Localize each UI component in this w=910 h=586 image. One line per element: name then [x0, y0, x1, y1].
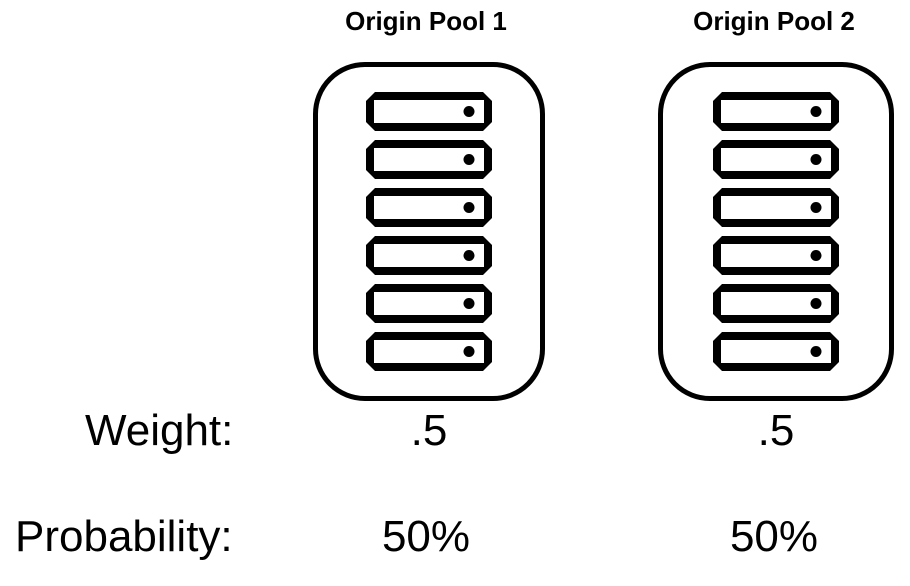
server-led-dot: [810, 298, 822, 309]
origin-pool-2: [658, 62, 894, 401]
server-led-dot: [810, 250, 822, 261]
server-led-dot: [810, 154, 822, 165]
server-led-dot: [810, 202, 822, 213]
pool-1-weight-value: .5: [410, 406, 448, 455]
server-led-dot: [463, 298, 475, 309]
server-icon: [713, 92, 839, 131]
server-icon: [366, 332, 492, 371]
origin-pool-2-title: Origin Pool 2: [693, 6, 855, 36]
server-led-dot: [463, 346, 475, 357]
server-icon: [713, 236, 839, 275]
server-led-dot: [463, 250, 475, 261]
server-led-dot: [810, 346, 822, 357]
weight-row-label: Weight:: [85, 406, 234, 455]
pool-2-probability-value: 50%: [729, 512, 819, 561]
pool-1-probability-value: 50%: [381, 512, 471, 561]
server-icon: [713, 140, 839, 179]
server-icon: [366, 140, 492, 179]
server-led-dot: [463, 202, 475, 213]
server-icon: [366, 236, 492, 275]
probability-row-label: Probability:: [15, 512, 233, 561]
server-led-dot: [463, 154, 475, 165]
pool-2-weight-value: .5: [757, 406, 795, 455]
server-icon: [366, 284, 492, 323]
server-led-dot: [463, 106, 475, 117]
server-led-dot: [810, 106, 822, 117]
origin-pool-1: [313, 62, 545, 401]
server-icon: [713, 284, 839, 323]
origin-pool-1-title: Origin Pool 1: [345, 6, 507, 36]
server-icon: [713, 188, 839, 227]
server-icon: [366, 188, 492, 227]
server-icon: [713, 332, 839, 371]
server-icon: [366, 92, 492, 131]
